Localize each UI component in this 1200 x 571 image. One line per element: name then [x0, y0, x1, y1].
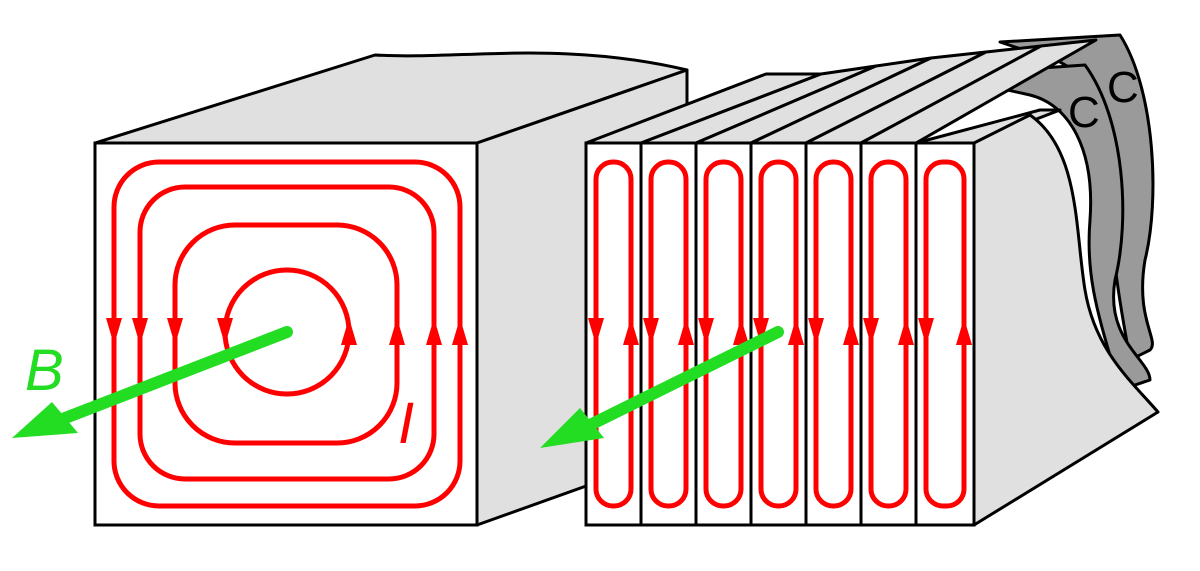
field-arrow-solid [12, 326, 293, 438]
field-label: B [25, 338, 64, 403]
arrowhead-down [167, 318, 183, 345]
lamination-tops [584, 38, 1098, 145]
insulation-sheet-mid [938, 63, 1152, 392]
insulation-label-front: C [1068, 88, 1100, 137]
current-direction-arrows-laminated [588, 318, 972, 345]
arrowhead-up [452, 318, 468, 345]
arrowhead-down [106, 318, 122, 345]
arrowhead-down [132, 318, 148, 345]
insulation-label-back: C [1107, 63, 1139, 112]
arrowhead-up [426, 318, 442, 345]
current-direction-arrows-solid [106, 318, 468, 345]
arrowhead-up [389, 318, 405, 345]
current-label: I [398, 391, 414, 456]
field-arrow-laminated [540, 326, 784, 448]
arrowhead-down [217, 318, 233, 345]
laminated-core-side-face [972, 113, 1160, 527]
arrowhead-up [341, 318, 357, 345]
laminated-core [540, 33, 1160, 527]
